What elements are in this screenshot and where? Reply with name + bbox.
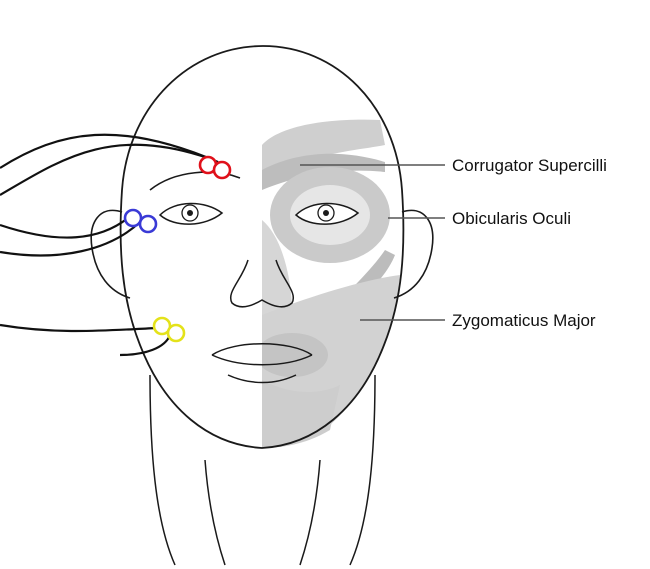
zygomaticus-electrode-2 (168, 325, 184, 341)
zygomaticus-label: Zygomaticus Major (452, 311, 596, 330)
zygomaticus-electrode-pair (154, 318, 184, 341)
orbicularis-electrode-pair (125, 210, 156, 232)
corrugator-electrode-pair (200, 157, 230, 178)
orbicularis-electrode-1 (125, 210, 141, 226)
orbicularis-oris-muscle (256, 333, 328, 377)
muscle-anatomy-overlay (256, 120, 400, 448)
electrode-wires (0, 135, 218, 355)
orbicularis-electrode-2 (140, 216, 156, 232)
corrugator-electrode-2 (214, 162, 230, 178)
left-eye (160, 203, 222, 224)
orbicularis-label: Obicularis Oculi (452, 209, 571, 228)
corrugator-label: Corrugator Supercilli (452, 156, 607, 175)
